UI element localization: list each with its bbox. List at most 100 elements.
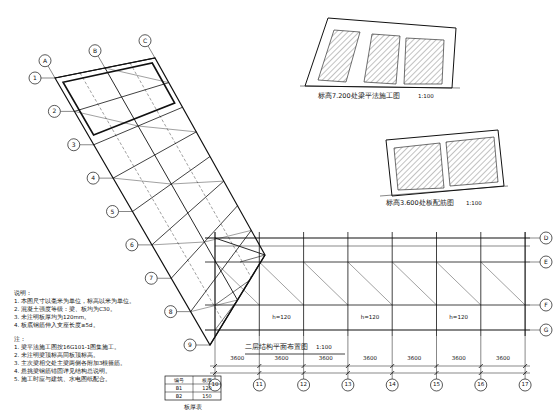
axis-bubble (386, 379, 398, 391)
axis-number: 12 (300, 382, 307, 388)
grid-line (435, 371, 439, 375)
grid-line (346, 364, 350, 368)
grid-line (530, 262, 540, 263)
axis-letter: A (43, 58, 47, 64)
dimension: 3600 (407, 356, 421, 362)
grid-line (210, 366, 530, 367)
grid-line (523, 364, 527, 368)
grid-line (346, 371, 350, 375)
axis-bubble (107, 206, 119, 218)
grid-line (214, 232, 215, 336)
grid-line (392, 232, 393, 336)
axis-bubble (68, 139, 80, 151)
table-cell: B2 (176, 394, 183, 399)
grid-line (213, 371, 217, 375)
building-grid (29, 35, 552, 391)
axis-bubble (39, 55, 51, 67)
axis-number: 17 (522, 382, 529, 388)
grid-line (304, 262, 348, 305)
axis-bubble (540, 256, 552, 268)
dimension: 3600 (230, 356, 244, 362)
grid-line (437, 262, 481, 305)
grid-line (205, 237, 530, 238)
axis-number: 13 (344, 382, 351, 388)
axis-bubble (89, 45, 101, 57)
drawing-title: 标高3.600处板配筋图 (386, 200, 454, 207)
dimension: 3600 (274, 356, 288, 362)
dimension: 3600 (319, 356, 333, 362)
note-line: 1. 本图尺寸以毫米为单位，标高以米为单位。 (14, 299, 135, 305)
grid-line (119, 211, 133, 212)
grid-line (530, 238, 540, 239)
grid-line (215, 262, 259, 305)
note-line: 4. 悬挑梁钢筋锚固详见结构总说明。 (14, 369, 111, 375)
grid-line (524, 232, 525, 336)
axis-bubble (519, 379, 531, 391)
grid-line (210, 373, 530, 374)
slab-mark: h=120 (272, 315, 291, 321)
axis-letter: B (93, 48, 97, 54)
table-cell: 编号 (174, 378, 184, 383)
axis-number: 1 (33, 75, 37, 81)
note-line: 2. 混凝土强度等级：梁、板均为C30。 (14, 307, 116, 313)
grid-line (177, 311, 191, 312)
grid-line (215, 246, 530, 247)
note-line: 2. 未注明梁顶标高同板顶标高。 (14, 353, 99, 359)
axis-number: 9 (188, 342, 192, 348)
grid-line (259, 232, 260, 336)
bold-frame (63, 63, 175, 135)
axis-bubble (87, 172, 99, 184)
grid-line (348, 262, 392, 305)
axis-bubble (298, 379, 310, 391)
grid-line (113, 178, 171, 184)
axis-bubble (540, 232, 552, 244)
axis-number: 7 (149, 275, 153, 281)
grid-line (240, 255, 265, 262)
axis-bubble (540, 324, 552, 336)
axis-bubble (342, 379, 354, 391)
drawing-title: 标高7.200处梁平法施工图 (318, 93, 400, 100)
grid-line (130, 63, 251, 278)
grid-line (215, 300, 238, 330)
note-heading: 说明： (14, 290, 32, 296)
axis-letter: D (544, 235, 549, 241)
grid-line (191, 300, 238, 312)
axis-letter: G (544, 327, 549, 333)
scale: 1:100 (316, 345, 332, 351)
note-line: 3. 主次梁相交处主梁两侧各附加3根箍筋。 (14, 361, 127, 367)
scale: 1:100 (466, 201, 482, 207)
grid-line (80, 73, 224, 323)
grid-line (205, 329, 530, 330)
axis-number: 6 (130, 242, 134, 248)
grid-line (436, 232, 437, 336)
axis-number: 16 (477, 382, 484, 388)
table-caption: 板厚表 (184, 405, 202, 411)
slab-mark: h=120 (449, 315, 468, 321)
grid-line (303, 232, 304, 336)
grid-line (138, 244, 152, 245)
grid-line (479, 364, 483, 368)
grid-line (60, 111, 74, 112)
grid-line (148, 46, 155, 58)
grid-line (215, 280, 250, 305)
grid-line (80, 144, 94, 145)
grid-line (205, 305, 530, 306)
axis-bubble (48, 105, 60, 117)
axis-bubble (165, 306, 177, 318)
grid-line (98, 56, 105, 68)
axis-number: 11 (256, 382, 263, 388)
grid-line (435, 364, 439, 368)
axis-number: 15 (433, 382, 440, 388)
grid-line (245, 354, 345, 355)
grid-line (302, 364, 306, 368)
grid-line (196, 345, 210, 346)
axis-number: 4 (91, 175, 95, 181)
slab-mark: h=120 (361, 315, 380, 321)
table-cell: 120 (202, 386, 212, 391)
drawing-title: 二层结构平面布置图 (245, 344, 308, 351)
grid-line (105, 68, 238, 300)
axis-number: 2 (52, 108, 56, 114)
axis-number: 14 (389, 382, 396, 388)
grid-line (479, 371, 483, 375)
